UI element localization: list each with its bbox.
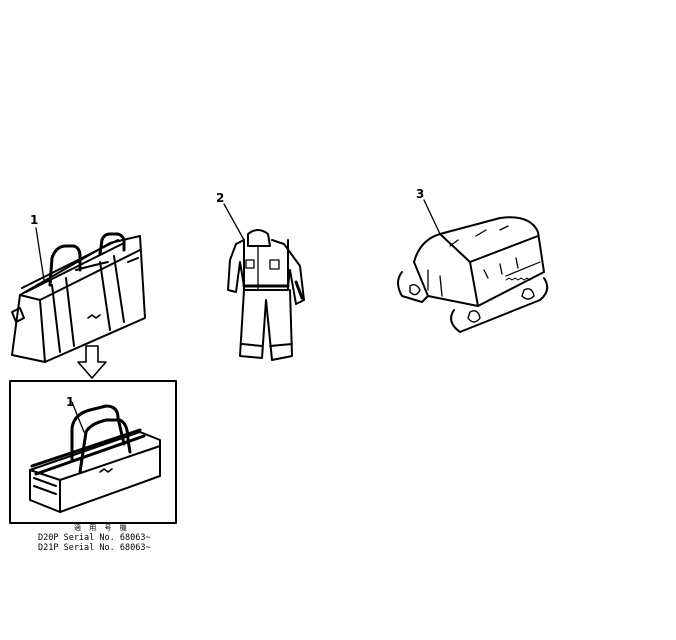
down-arrow-icon (77, 345, 107, 379)
callout-2-coverall: 2 (216, 191, 225, 205)
serial-line-d20p: D20P Serial No. 68063~ (38, 533, 151, 543)
callout-1-inset: 1 (66, 395, 75, 409)
inset-tool-bag-illustration (29, 401, 161, 513)
callout-3-cover: 3 (416, 187, 425, 201)
applicable-models-label: 適 用 号 機 (74, 524, 130, 532)
callout-1-bag: 1 (30, 213, 39, 227)
tool-bag-illustration (11, 227, 146, 363)
coverall-illustration (223, 203, 305, 361)
serial-line-d21p: D21P Serial No. 68063~ (38, 543, 151, 553)
inset-frame (9, 380, 177, 524)
machine-cover-illustration (397, 199, 549, 333)
